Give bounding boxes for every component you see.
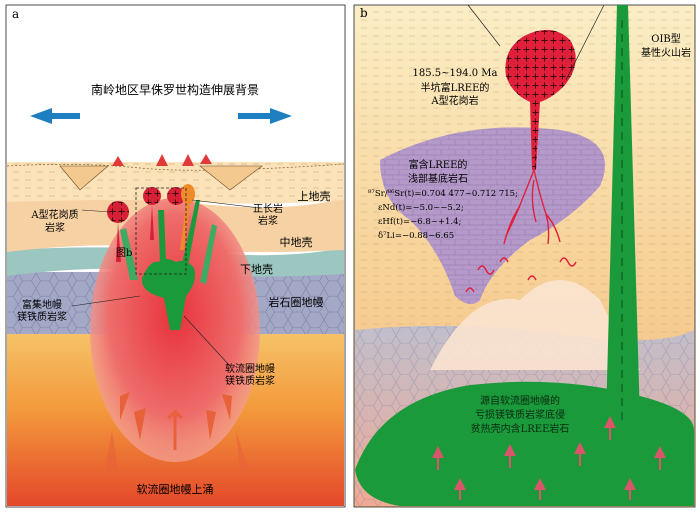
a-type-granite-label-2: 岩浆 <box>45 221 65 234</box>
granite-label-2: A型花岗岩 <box>430 94 478 107</box>
basin <box>199 165 263 191</box>
a-type-granite-label: A型花岗质 <box>30 208 78 221</box>
isotope-nd: εNd(t)=−5.0~−5.2; <box>378 202 464 213</box>
enriched-mantle-label: 富集地幔 <box>22 298 62 311</box>
extension-arrow-left-icon <box>30 108 80 124</box>
astheno-mafic-label-2: 镁铁质岩浆 <box>225 374 275 387</box>
basement-label: 富含LREE的 <box>409 158 468 171</box>
upwelling-arrows <box>105 392 248 470</box>
middle-crust-label: 中地壳 <box>280 235 313 249</box>
underplating-label: 源自软流圈地幔的 <box>480 394 560 407</box>
inset-box <box>135 187 187 275</box>
basin <box>59 165 109 191</box>
underplating-label-3: 贫热壳内含LREE岩石 <box>471 422 570 435</box>
isotope-li: δ⁷Li=−0.88~6.65 <box>378 231 454 241</box>
isotope-sr: ⁸⁷Sr/⁸⁶Sr(t)=0.704 477~0.712 715; <box>368 188 518 199</box>
panel-a-letter: a <box>12 7 19 21</box>
astheno-mafic-label: 软流圈地幔 <box>225 362 275 375</box>
panel-b-letter: b <box>360 6 368 20</box>
mafic-magma-body <box>141 259 195 330</box>
extension-arrow-right-icon <box>238 108 292 124</box>
inset-label: 图b <box>116 247 132 259</box>
volcano-icon <box>112 154 212 166</box>
oib-conduit <box>606 5 640 420</box>
syenite-label-2: 岩浆 <box>258 214 278 227</box>
enriched-mantle-label-2: 镁铁质岩浆 <box>17 310 67 323</box>
granite-age-label: 185.5~194.0 Ma <box>412 68 497 79</box>
oib-label-2: 基性火山岩 <box>641 46 691 59</box>
upwelling-arrows-b <box>432 416 666 500</box>
basement-label-2: 浅部基底岩石 <box>408 172 468 185</box>
lithospheric-mantle-label: 岩石圈地幔 <box>269 295 324 309</box>
lower-crust-label: 下地壳 <box>240 262 273 276</box>
panel-a: a 南岭地区早侏罗世构造伸展背景 上地壳 中地壳 下地壳 岩石圈地幔 A型花岗质… <box>5 4 346 508</box>
granite-label: 半坑富LREE的 <box>421 81 490 94</box>
upper-crust-label: 上地壳 <box>298 189 331 203</box>
melt-zone <box>430 280 640 370</box>
panel-b: b 185.5~194.0 Ma 半坑富LREE的 A型花岗岩 OIB型 基性火… <box>353 4 696 508</box>
isotope-hf: εHf(t)=−6.8~+1.4; <box>378 216 461 227</box>
syenite-label: 正长岩 <box>253 202 283 215</box>
underplating-label-2: 亏损镁铁质岩浆底侵 <box>475 408 565 421</box>
upwelling-label: 软流圈地幔上涌 <box>137 482 214 496</box>
melt-veins <box>465 169 577 293</box>
oib-label: OIB型 <box>651 32 681 45</box>
syenite-magma <box>180 184 195 250</box>
background-title: 南岭地区早侏罗世构造伸展背景 <box>91 82 259 97</box>
a-type-granite-magma <box>107 187 185 262</box>
